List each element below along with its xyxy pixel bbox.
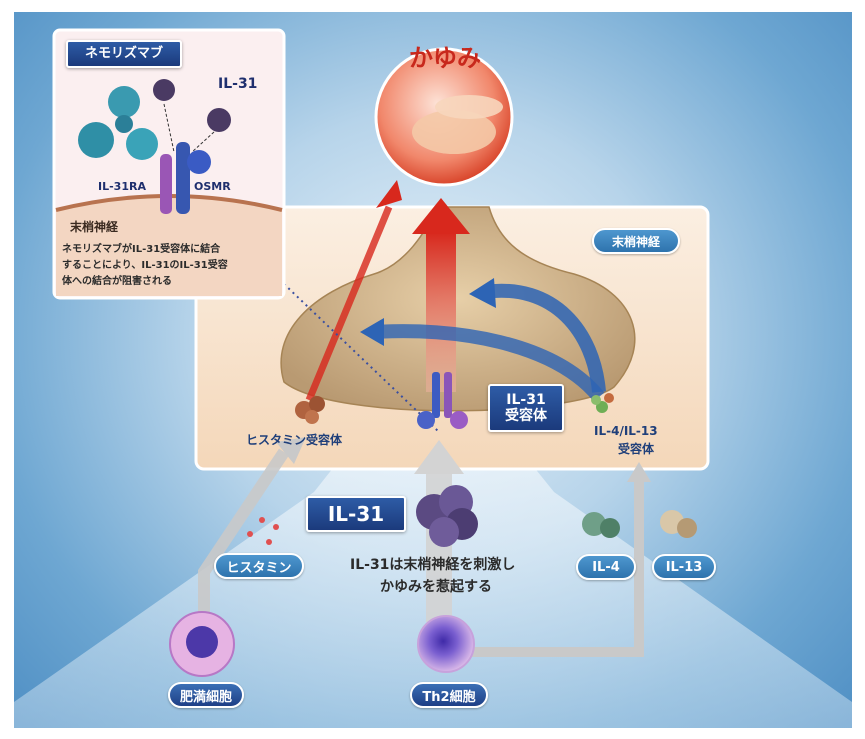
il4-receptor-label-2: 受容体 bbox=[618, 442, 655, 456]
nerve-tag: 末梢神経 bbox=[592, 228, 680, 254]
arrow-head-il31 bbox=[414, 440, 464, 474]
red-arrow-head-il31 bbox=[412, 198, 470, 234]
arrow-head-histamine bbox=[276, 437, 306, 464]
red-arrow-histamine bbox=[305, 205, 393, 402]
il31-receptor-structure bbox=[417, 372, 468, 429]
il31-molecule-1 bbox=[153, 79, 175, 101]
inset-caption-line-3: 体への結合が阻害される bbox=[62, 276, 172, 287]
blue-arrow-large bbox=[483, 283, 606, 393]
red-arrow-head-histamine bbox=[376, 180, 402, 208]
il4-receptor-structure bbox=[591, 393, 614, 413]
statement-line-2: かゆみを惹起する bbox=[380, 579, 492, 595]
histamine-particles bbox=[247, 517, 279, 545]
mast-cell bbox=[169, 611, 235, 677]
il31ra-receptor bbox=[160, 154, 172, 214]
antibody-molecule bbox=[78, 86, 158, 160]
il31-receptor-line-1: IL-31 bbox=[506, 391, 546, 408]
il13-pill: IL-13 bbox=[652, 554, 716, 580]
diagram-canvas: かゆみ ネモリズマブ IL-31 IL-31RA OSMR 末梢神経 ネモリズマ… bbox=[14, 12, 852, 728]
inset-il31-label: IL-31 bbox=[218, 76, 258, 92]
inset-nerve-membrane bbox=[56, 196, 282, 296]
inset-nerve-label: 末梢神経 bbox=[70, 220, 119, 234]
blue-arrow-head-small bbox=[360, 318, 384, 346]
il4-molecule bbox=[582, 512, 620, 538]
hand-illustration bbox=[412, 110, 496, 154]
histamine-pill: ヒスタミン bbox=[214, 553, 304, 579]
nemolizumab-tag: ネモリズマブ bbox=[66, 40, 182, 68]
il31-receptor-line-2: 受容体 bbox=[505, 408, 547, 424]
blue-arrow-small bbox=[373, 324, 605, 402]
arrow-head-il4 bbox=[627, 462, 651, 482]
th2-cell-pill: Th2細胞 bbox=[410, 682, 488, 708]
hand-illustration-2 bbox=[435, 95, 503, 119]
th2-cell bbox=[417, 615, 475, 673]
blue-arrow-head-large bbox=[469, 278, 496, 308]
inset-caption-line-1: ネモリズマブがIL-31受容体に結合 bbox=[62, 244, 221, 255]
osmr-receptor bbox=[176, 142, 190, 214]
il31-tag: IL-31 bbox=[306, 496, 406, 532]
itch-title: かゆみ bbox=[409, 44, 481, 72]
il4-pill: IL-4 bbox=[576, 554, 636, 580]
il13-molecule bbox=[660, 510, 697, 538]
il31-molecule-2 bbox=[207, 108, 231, 132]
arrow-th2-to-il4-receptor bbox=[464, 477, 644, 657]
il31-cytokine bbox=[416, 485, 478, 547]
diagram-graphics bbox=[14, 28, 852, 728]
osmr-label: OSMR bbox=[194, 180, 231, 193]
histamine-receptor-label: ヒスタミン受容体 bbox=[246, 433, 343, 447]
histamine-receptor-structure bbox=[295, 396, 325, 424]
inset-caption-line-2: することにより、IL-31のIL-31受容 bbox=[62, 260, 228, 271]
mast-cell-pill: 肥満細胞 bbox=[168, 682, 244, 708]
red-arrow-il31 bbox=[426, 232, 456, 392]
il31ra-label: IL-31RA bbox=[98, 180, 146, 193]
statement-line-1: IL-31は末梢神経を刺激し bbox=[350, 557, 516, 573]
il4-receptor-label-1: IL-4/IL-13 bbox=[594, 424, 658, 438]
il31-receptor-tag: IL-31 受容体 bbox=[488, 384, 564, 432]
